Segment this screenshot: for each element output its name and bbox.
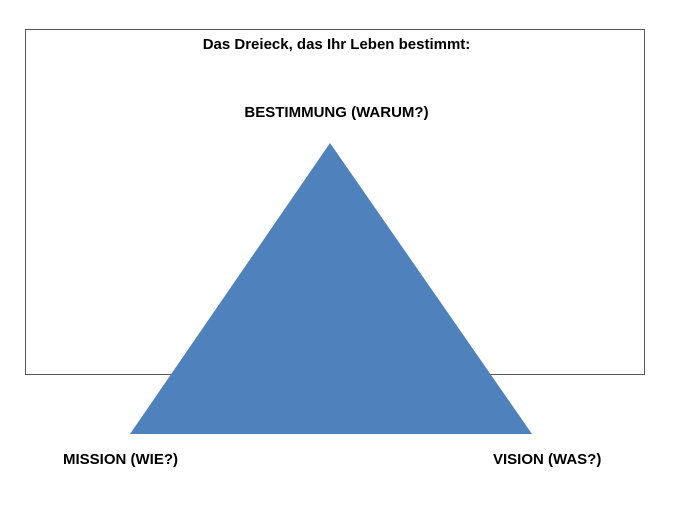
right-corner-label: VISION (WAS?) — [493, 451, 602, 468]
diagram-frame — [25, 29, 645, 375]
left-corner-label: MISSION (WIE?) — [63, 451, 178, 468]
diagram-title: Das Dreieck, das Ihr Leben bestimmt: — [202, 36, 471, 53]
apex-label: BESTIMMUNG (WARUM?) — [244, 104, 429, 121]
